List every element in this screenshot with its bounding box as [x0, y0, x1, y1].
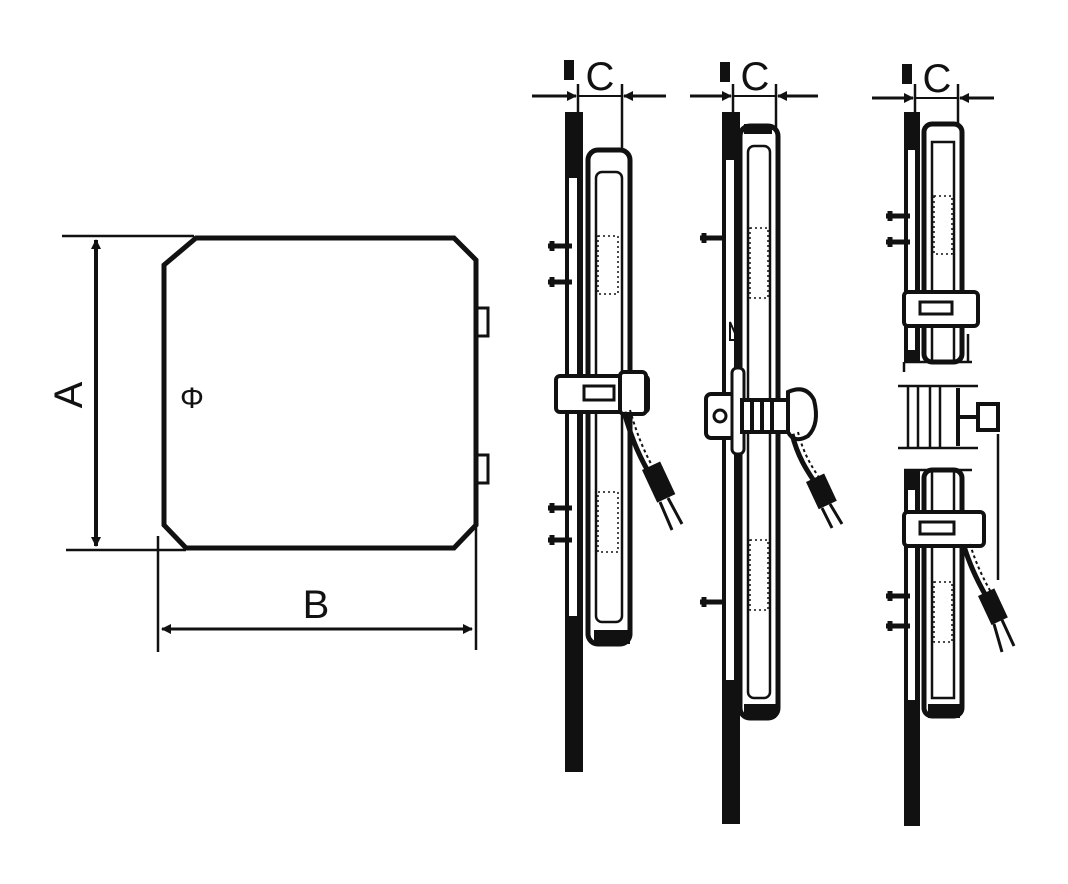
screw-4 — [548, 535, 572, 545]
bracket-upper-bolt — [918, 300, 954, 316]
dim-c-label: C — [741, 55, 770, 99]
handle-symbol: Φ — [180, 382, 204, 415]
bracket-clamp — [740, 398, 792, 434]
front-view: A Φ B — [47, 234, 490, 652]
side-view-2: C — [690, 55, 844, 824]
enclosure-top-shadow — [744, 124, 772, 134]
dim-a-label: A — [47, 381, 91, 408]
enclosure-body-lower — [921, 467, 965, 719]
cable-gland — [642, 461, 676, 503]
bracket-clamp-bars — [750, 402, 774, 430]
screw-4 — [886, 621, 910, 631]
upper-hinge — [474, 306, 490, 338]
enclosure-inner-lower — [930, 468, 956, 700]
internal-detail-upper — [597, 235, 619, 295]
cable — [961, 545, 989, 598]
screw-2 — [700, 597, 724, 607]
cable-inner — [629, 409, 659, 477]
wall-rail-highlight-lower — [908, 490, 915, 700]
cable-gland — [806, 473, 837, 510]
screw-3 — [548, 503, 572, 513]
screw-1 — [700, 233, 724, 243]
cable-inner — [797, 431, 823, 483]
cable-gland — [978, 588, 1008, 626]
enclosure-back-shadow — [928, 704, 960, 718]
enclosure-back-shadow — [594, 630, 630, 644]
bracket-nut — [618, 370, 648, 416]
internal-detail-upper — [749, 227, 769, 299]
screw-2 — [548, 277, 572, 287]
lower-hinge — [474, 453, 490, 485]
cable-leads — [658, 497, 684, 531]
wall-wedge — [729, 321, 740, 341]
cable-gland-housing — [786, 387, 818, 442]
dim-b-label: B — [303, 583, 330, 627]
wall-top-tab — [720, 62, 730, 82]
wall-top-tab — [902, 64, 912, 84]
screw-1 — [886, 211, 910, 221]
middle-clamp — [956, 388, 1000, 446]
side-view-1: C — [532, 55, 684, 772]
screw-3 — [886, 591, 910, 601]
wall-top-tab — [564, 60, 574, 80]
dim-c-label: C — [923, 57, 952, 101]
internal-detail-lower — [597, 491, 619, 553]
bracket-lower-bolt — [918, 520, 956, 536]
cable-leads — [992, 619, 1016, 653]
internal-detail-lower — [933, 581, 953, 643]
section-break-lines-upper — [902, 334, 972, 372]
bracket-bolt-head — [712, 408, 728, 424]
screw-2 — [886, 237, 910, 247]
bracket-bolt — [582, 384, 616, 402]
enclosure-door-outline — [161, 235, 479, 551]
internal-detail-upper — [933, 195, 953, 255]
dim-c-label: C — [586, 55, 615, 99]
cable — [789, 433, 819, 486]
screw-1 — [548, 241, 572, 251]
cable-leads — [820, 503, 844, 529]
side-view-3: C — [872, 57, 1016, 826]
enclosure-back-shadow — [744, 704, 776, 718]
internal-detail-lower — [749, 539, 769, 611]
section-cut-middle — [898, 384, 978, 450]
wall-rail-highlight-upper — [908, 150, 915, 350]
